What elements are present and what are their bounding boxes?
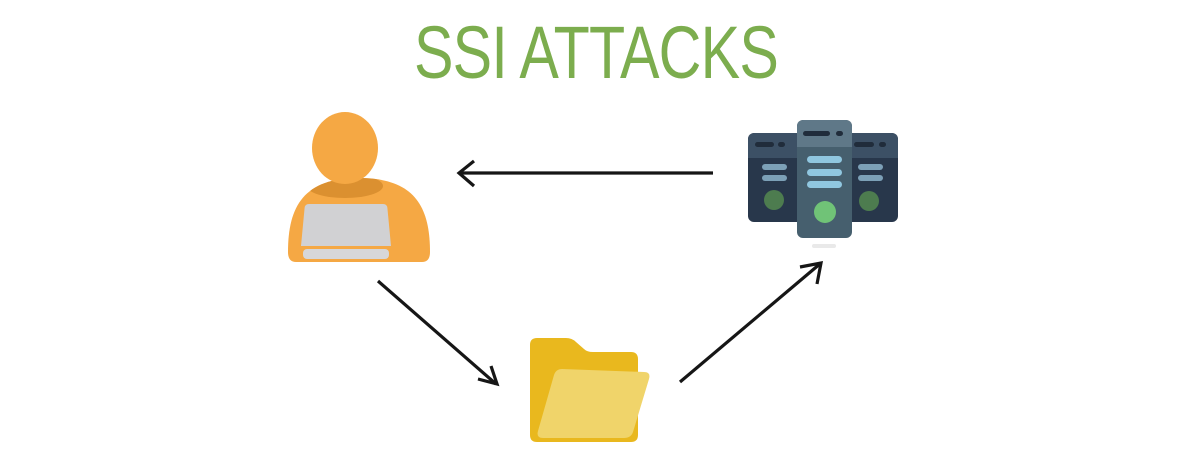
open-folder-icon [530, 338, 650, 442]
server-center-vent-dot [836, 131, 843, 136]
server-right-vent [854, 142, 874, 147]
arrow-attacker-to-folder [376, 279, 500, 387]
arrow-folder-to-server [678, 260, 824, 384]
server-left-slot [762, 175, 787, 181]
server-rack-icon [748, 120, 898, 248]
server-right-led [859, 191, 879, 211]
server-center-slot [807, 156, 842, 163]
person-head [312, 112, 378, 184]
folder-front [537, 369, 650, 438]
arrow-shaft [678, 261, 823, 384]
arrow-server-to-attacker [456, 159, 713, 188]
server-shadow [812, 244, 836, 248]
page-title: SSI ATTACKS [413, 11, 779, 94]
server-right-slot [858, 175, 883, 181]
server-center-vent [803, 131, 830, 136]
arrow-head-left [456, 159, 476, 188]
laptop-base [303, 249, 389, 259]
server-center-body [797, 120, 852, 238]
server-tower-left [748, 133, 812, 222]
arrow-head-up-right [799, 260, 824, 285]
person-at-laptop-icon [288, 112, 430, 262]
server-right-vent-dot [879, 142, 886, 147]
server-center-led [814, 201, 836, 223]
server-center-slot [807, 169, 842, 176]
server-left-vent [755, 142, 774, 147]
server-right-slot [858, 164, 883, 170]
server-tower-center [797, 120, 852, 248]
arrow-head-down-right [477, 365, 500, 387]
server-left-vent-dot [778, 142, 785, 147]
server-left-slot [762, 164, 787, 170]
arrow-shaft [376, 279, 498, 386]
server-center-slot [807, 181, 842, 188]
server-left-led [764, 190, 784, 210]
laptop-screen [301, 204, 391, 246]
